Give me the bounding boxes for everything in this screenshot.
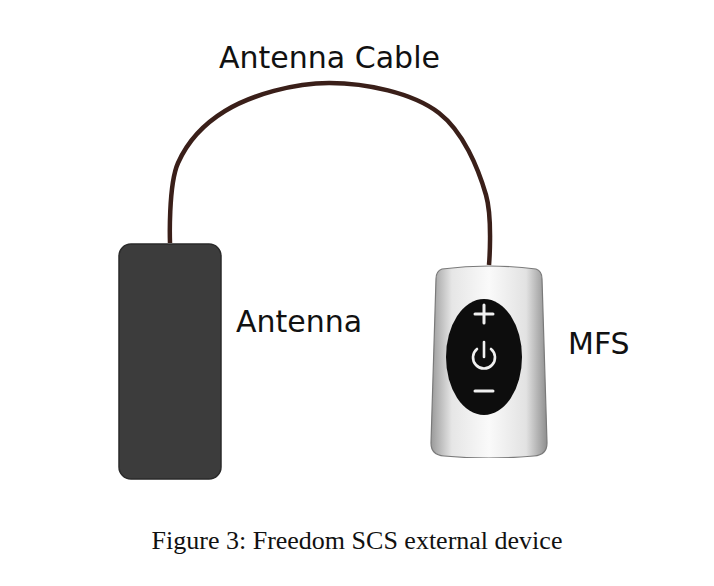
antenna-cable (170, 83, 490, 265)
mfs-device: MFS (430, 265, 548, 458)
mfs-outline (430, 265, 548, 458)
antenna-block: Antenna (118, 243, 222, 480)
cable-label: Antenna Cable (215, 41, 444, 76)
mfs-housing (431, 266, 547, 458)
antenna-body (119, 244, 221, 479)
minus-symbol (475, 390, 493, 393)
figure-caption: Figure 3: Freedom SCS external device (0, 526, 714, 556)
part-label: Antenna (236, 305, 362, 340)
part-label: MFS (568, 327, 630, 362)
button-pad (446, 299, 522, 415)
plus-symbol (475, 305, 493, 323)
power-symbol (483, 342, 486, 357)
antenna-outline (118, 243, 222, 480)
